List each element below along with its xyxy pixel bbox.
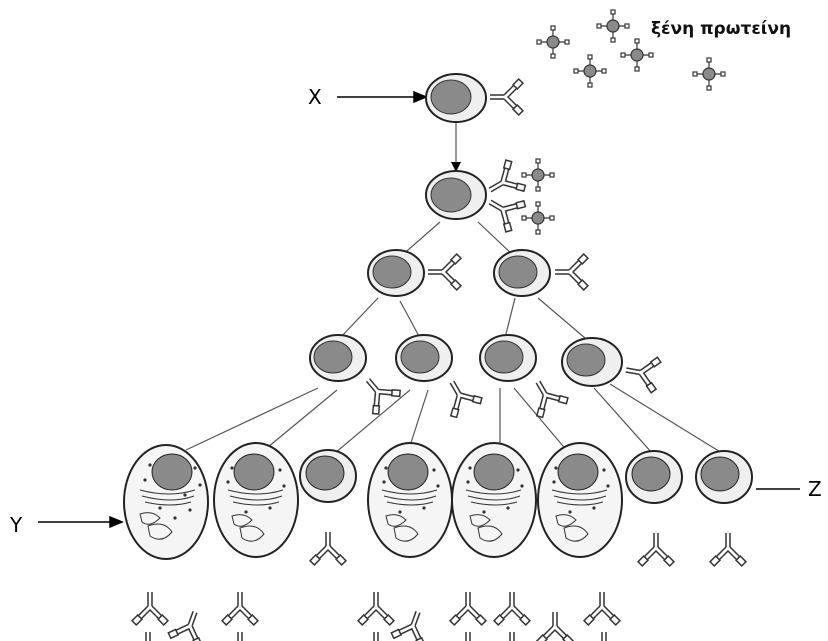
plasma-cell	[123, 444, 209, 560]
lineage-lines	[185, 118, 723, 454]
foreign-protein-label: ξένη πρωτείνη	[651, 19, 791, 39]
label-y: Y	[9, 513, 23, 537]
plasma-cell	[451, 442, 537, 558]
activated-b-cell	[425, 157, 555, 235]
memory-cell	[625, 450, 683, 567]
plasma-and-memory-cells	[123, 442, 753, 567]
secreted-antibodies	[129, 591, 623, 641]
plasma-cell	[367, 442, 453, 558]
plasma-cell	[537, 442, 623, 558]
memory-cell	[695, 450, 753, 567]
label-arrows	[38, 90, 800, 529]
label-z: Z	[808, 477, 822, 501]
label-x: X	[308, 85, 322, 109]
memory-cell	[299, 449, 357, 566]
naive-b-cell	[425, 73, 524, 123]
dividing-cells-row-2	[309, 334, 663, 421]
dividing-cells-row-1	[367, 249, 589, 297]
plasma-cell	[213, 442, 299, 558]
